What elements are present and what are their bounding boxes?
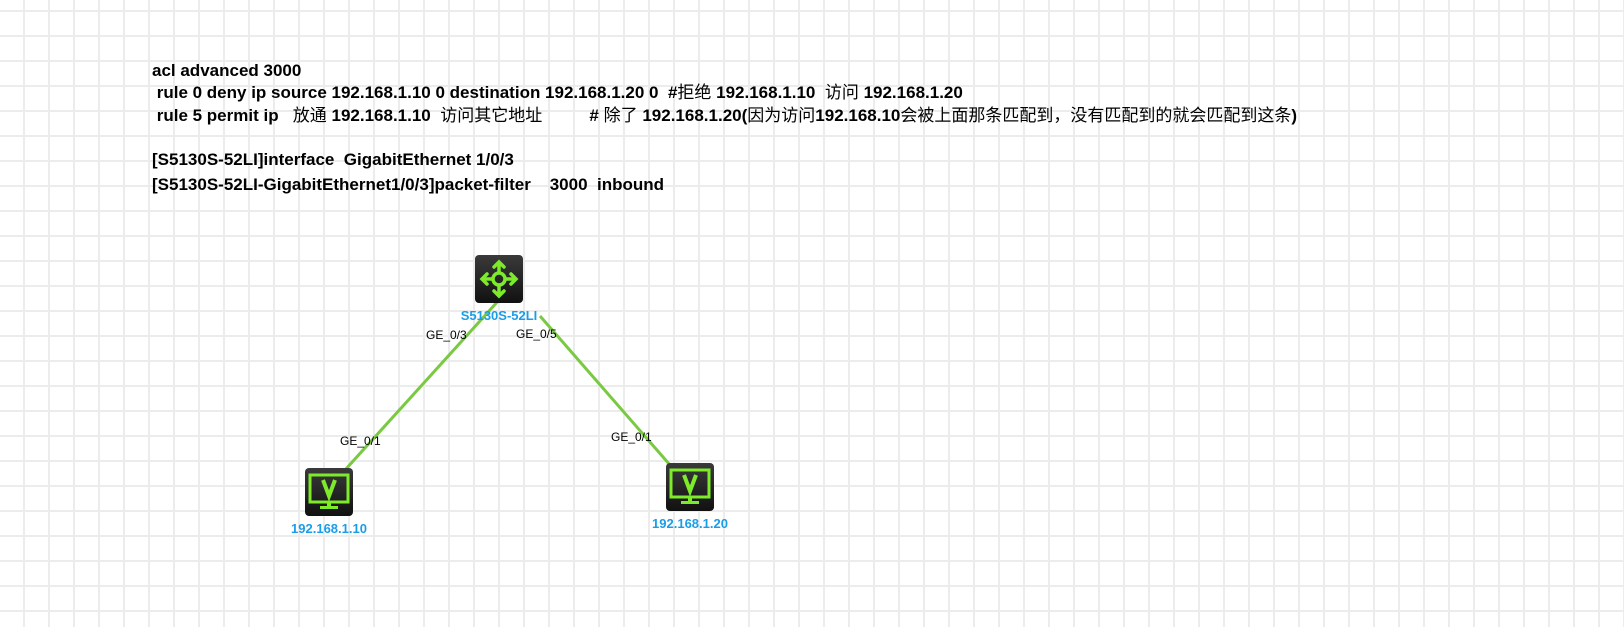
pc2-label: 192.168.1.20	[652, 516, 728, 531]
pc2-device[interactable]	[666, 463, 714, 511]
port-label-switch-right: GE_0/5	[516, 327, 557, 341]
text: rule 0 deny ip source 192.168.1.10 0 des…	[152, 83, 678, 102]
text: 192.168.1.10	[326, 106, 441, 125]
pc1-device[interactable]	[305, 468, 353, 516]
text: 192.168.10	[815, 106, 901, 125]
text: 192.168.1.20(	[637, 106, 748, 125]
switch-device[interactable]	[475, 255, 523, 303]
text: 访问其它地址	[440, 106, 543, 126]
link-switch-pc2[interactable]	[538, 315, 672, 466]
config-line-acl: acl advanced 3000	[152, 61, 301, 81]
pc1-label: 192.168.1.10	[291, 521, 367, 536]
port-label-pc1: GE_0/1	[340, 434, 381, 448]
config-line-packet-filter: [S5130S-52LI-GigabitEthernet1/0/3]packet…	[152, 175, 664, 195]
text: #	[542, 106, 604, 125]
pc-icon	[669, 468, 711, 504]
switch-label: S5130S-52LI	[460, 308, 538, 323]
text: [S5130S-52LI]interface GigabitEthernet 1…	[152, 150, 514, 169]
text: 放通	[292, 106, 327, 126]
port-label-switch-left: GE_0/3	[426, 328, 467, 342]
text: 除了	[603, 106, 638, 126]
text: acl advanced 3000	[152, 61, 302, 80]
text: )	[1291, 106, 1298, 125]
config-line-rule0: rule 0 deny ip source 192.168.1.10 0 des…	[152, 83, 963, 103]
text: 访问	[824, 83, 859, 103]
text: [S5130S-52LI-GigabitEthernet1/0/3]packet…	[152, 175, 665, 194]
port-label-pc2: GE_0/1	[611, 430, 652, 444]
text: 192.168.1.20	[858, 83, 963, 102]
pc-icon	[308, 473, 350, 509]
config-line-rule5: rule 5 permit ip 放通 192.168.1.10 访问其它地址 …	[152, 106, 1297, 126]
text: 拒绝	[677, 83, 712, 103]
text: rule 5 permit ip	[152, 106, 293, 125]
text: 因为访问	[747, 106, 816, 126]
text: 会被上面那条匹配到，没有匹配到的就会匹配到这条	[900, 106, 1292, 126]
link-switch-pc1[interactable]	[343, 298, 501, 472]
config-line-interface: [S5130S-52LI]interface GigabitEthernet 1…	[152, 150, 514, 170]
switch-icon	[479, 259, 519, 299]
text: 192.168.1.10	[711, 83, 825, 102]
